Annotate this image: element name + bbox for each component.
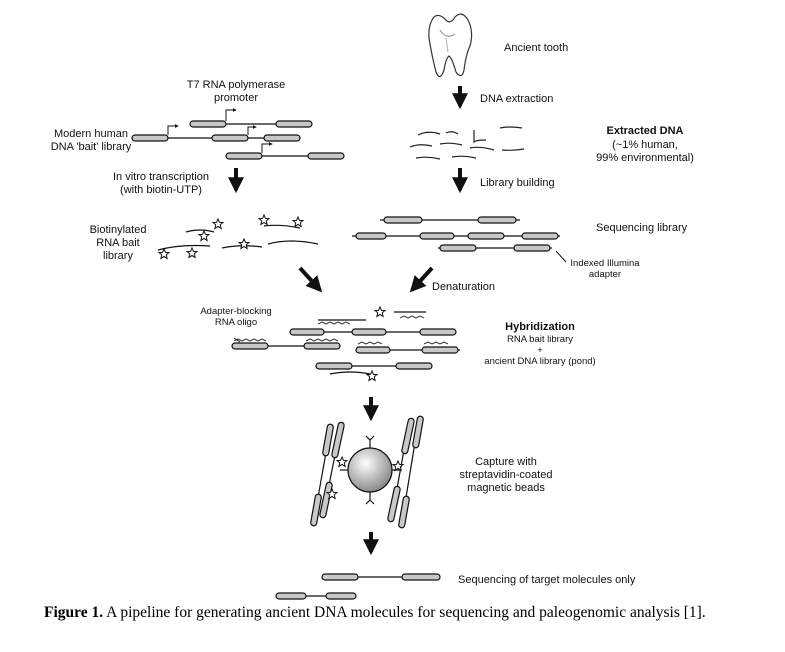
label-hybridization-line2: + [537, 345, 543, 356]
label-capture-line2: streptavidin-coated [459, 469, 553, 481]
label-t7-line1: T7 RNA polymerase [186, 79, 286, 91]
label-extracted-dna-title: Extracted DNA [606, 125, 684, 137]
label-dna-extraction: DNA extraction [480, 93, 554, 105]
tooth-icon [428, 13, 473, 78]
label-in-vitro-line1: In vitro transcription [113, 171, 209, 183]
arrows [228, 86, 468, 556]
label-indexed-adapter-line2: adapter [588, 269, 622, 280]
biotinylated-rna-baits [157, 214, 319, 260]
label-modern-human-line2: DNA 'bait' library [50, 141, 132, 153]
label-hybridization-line1: RNA bait library [507, 334, 573, 345]
label-sequencing-library: Sequencing library [596, 222, 688, 234]
label-capture-line1: Capture with [475, 456, 537, 468]
label-hybridization-line3: ancient DNA library (pond) [484, 356, 596, 367]
figure-caption: Figure 1. A pipeline for generating anci… [44, 604, 734, 622]
magnetic-bead-capture [310, 415, 424, 529]
label-t7-line2: promoter [213, 92, 259, 104]
label-biotinylated-line1: Biotinylated [89, 224, 147, 236]
label-extracted-dna-line1: (~1% human, [612, 139, 678, 151]
label-biotinylated-line3: library [103, 250, 133, 262]
target-molecule [275, 573, 441, 600]
sequencing-library [352, 216, 567, 263]
hybridization-complex [231, 306, 460, 382]
label-extracted-dna-line2: 99% environmental) [596, 152, 694, 164]
label-adapter-blocking-line2: RNA oligo [214, 317, 258, 328]
label-denaturation: Denaturation [432, 281, 495, 293]
extracted-dna-fragments [409, 126, 525, 160]
label-ancient-tooth: Ancient tooth [504, 42, 569, 54]
bead-icon [347, 447, 393, 493]
label-adapter-blocking-line1: Adapter-blocking [200, 306, 272, 317]
label-library-building: Library building [480, 177, 555, 189]
label-sequencing-target: Sequencing of target molecules only [458, 574, 636, 586]
caption-label: Figure 1. [44, 604, 104, 621]
bait-dna-library [131, 108, 345, 160]
label-biotinylated-line2: RNA bait [96, 237, 140, 249]
label-in-vitro-line2: (with biotin-UTP) [120, 184, 202, 196]
label-hybridization-title: Hybridization [505, 321, 575, 333]
label-modern-human-line1: Modern human [54, 128, 128, 140]
label-capture-line3: magnetic beads [467, 482, 545, 494]
caption-text: A pipeline for generating ancient DNA mo… [103, 604, 706, 621]
label-indexed-adapter-line1: Indexed Illumina [570, 258, 640, 269]
